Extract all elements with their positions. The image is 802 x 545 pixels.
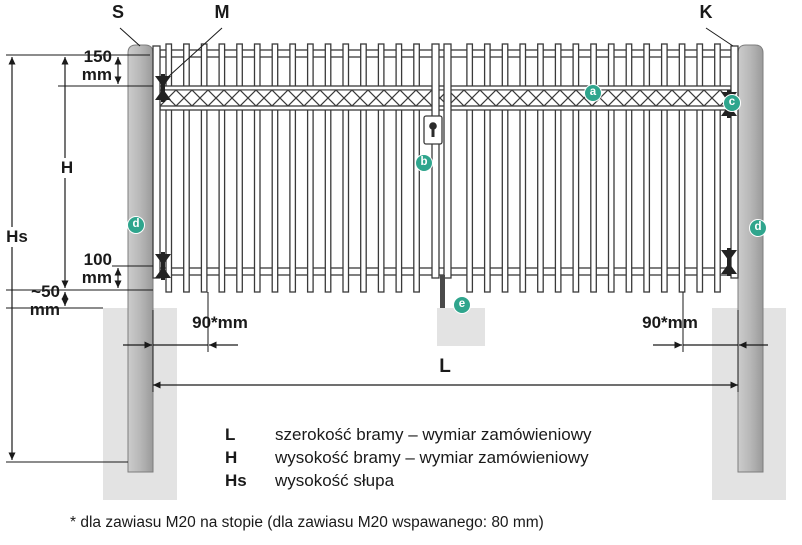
dim-label-100mm: 100 mm [81, 250, 112, 288]
dim-label-l: L [439, 356, 451, 377]
label-k: K [699, 2, 713, 22]
center-stile-right [443, 43, 452, 279]
center-stile-left [431, 43, 440, 279]
legend-key-h: H [225, 448, 238, 467]
dim-label-hs: Hs [0, 227, 34, 248]
legend-key-l: L [225, 425, 236, 444]
marker-d-right: d [749, 219, 767, 237]
legend-row-l: L szerokość bramy – wymiar zamówieniowy [225, 424, 591, 446]
extension-lines [6, 54, 739, 463]
right-edge-stile [730, 45, 739, 279]
legend-key-hs: Hs [225, 471, 247, 490]
dim-label-90mm-left: 90*mm [192, 313, 248, 332]
legend-text-l: szerokość bramy – wymiar zamówieniowy [275, 425, 592, 444]
marker-b: b [415, 154, 433, 172]
label-s: S [111, 2, 124, 22]
legend-row-hs: Hs wysokość słupa [225, 470, 591, 492]
right-post [737, 44, 764, 473]
left-post [127, 44, 154, 473]
hinge-bottom-left [155, 252, 171, 280]
dim-label-50mm: ~50 mm [29, 282, 60, 320]
marker-c: c [723, 94, 741, 112]
legend-text-hs: wysokość słupa [275, 471, 395, 490]
dim-label-90mm-right: 90*mm [642, 313, 698, 332]
dim-label-150mm: 150 mm [81, 47, 112, 85]
dim-label-h: H [53, 158, 81, 179]
dimension-lines [8, 57, 768, 460]
marker-a: a [584, 84, 602, 102]
lock [423, 115, 443, 145]
footnote: * dla zawiasu M20 na stopie (dla zawiasu… [70, 514, 544, 531]
drop-rod [440, 275, 445, 308]
legend-row-h: H wysokość bramy – wymiar zamówieniowy [225, 447, 591, 469]
hinge-bottom-right [721, 248, 737, 276]
legend: L szerokość bramy – wymiar zamówieniowy … [225, 424, 591, 493]
pickets-layer [165, 43, 721, 293]
hinge-top-left [155, 74, 171, 102]
gate-leaves [152, 43, 739, 308]
marker-d-left: d [127, 216, 145, 234]
label-m: M [214, 2, 230, 22]
marker-e: e [453, 296, 471, 314]
legend-text-h: wysokość bramy – wymiar zamówieniowy [275, 448, 589, 467]
leader-lines [119, 27, 734, 78]
